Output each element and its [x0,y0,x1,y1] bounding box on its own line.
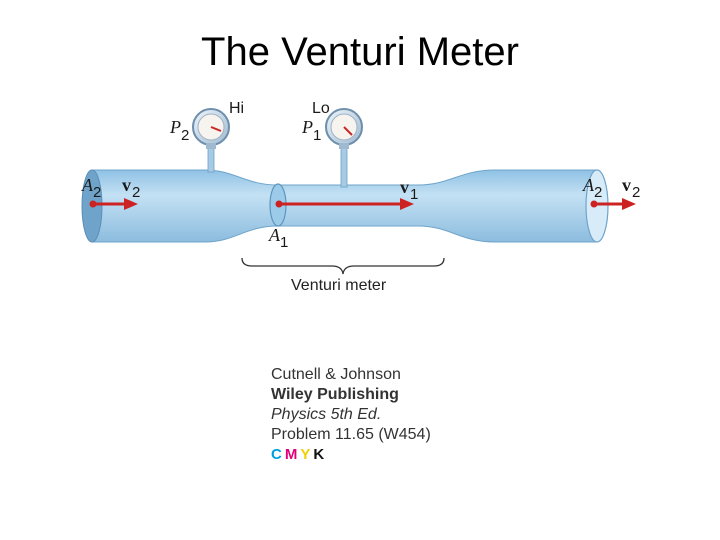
velocity-label-v1: v [400,177,409,197]
velocity-label-v2-right: v [622,175,631,195]
pressure-label-p1-sub: 1 [313,127,321,144]
cmyk-m: M [284,446,298,463]
pressure-gauge-hi [192,108,230,149]
venturi-meter-label: Venturi meter [291,277,387,294]
credits-authors: Cutnell & Johnson [271,366,401,383]
area-label-a2-right: A [582,175,595,195]
gauge-stem-lo [340,146,348,188]
gauge-label-lo: Lo [312,100,330,117]
credits-block: Cutnell & Johnson Wiley Publishing Physi… [271,365,431,465]
pressure-label-p2-sub: 2 [181,127,189,144]
pressure-label-p1: P [301,117,313,137]
velocity-label-v2-left-sub: 2 [132,184,140,201]
pressure-gauge-lo [325,108,363,149]
cmyk-k: K [313,446,325,463]
cmyk-c: C [271,446,282,463]
venturi-brace [241,257,445,275]
pipe-right-end [585,169,609,243]
area-label-a2-right-sub: 2 [594,184,602,201]
area-label-a2-left-sub: 2 [93,184,101,201]
flow-arrow-right [590,198,636,210]
area-label-a1: A [268,225,281,245]
velocity-label-v2-right-sub: 2 [632,184,640,201]
velocity-label-v1-sub: 1 [410,186,418,203]
credits-edition: Physics 5th Ed. [271,406,382,423]
gauge-label-hi: Hi [229,100,244,117]
flow-arrow-left [89,198,138,210]
cmyk-y: Y [300,446,311,463]
area-label-a2-left: A [81,175,94,195]
area-label-a1-sub: 1 [280,234,288,251]
flow-arrow-throat [275,198,414,210]
page-title: The Venturi Meter [201,30,519,74]
gauge-stem-hi [207,146,215,173]
velocity-label-v2-left: v [122,175,131,195]
pressure-label-p2: P [169,117,181,137]
credits-problem: Problem 11.65 (W454) [271,426,431,443]
credits-publisher: Wiley Publishing [271,386,399,403]
